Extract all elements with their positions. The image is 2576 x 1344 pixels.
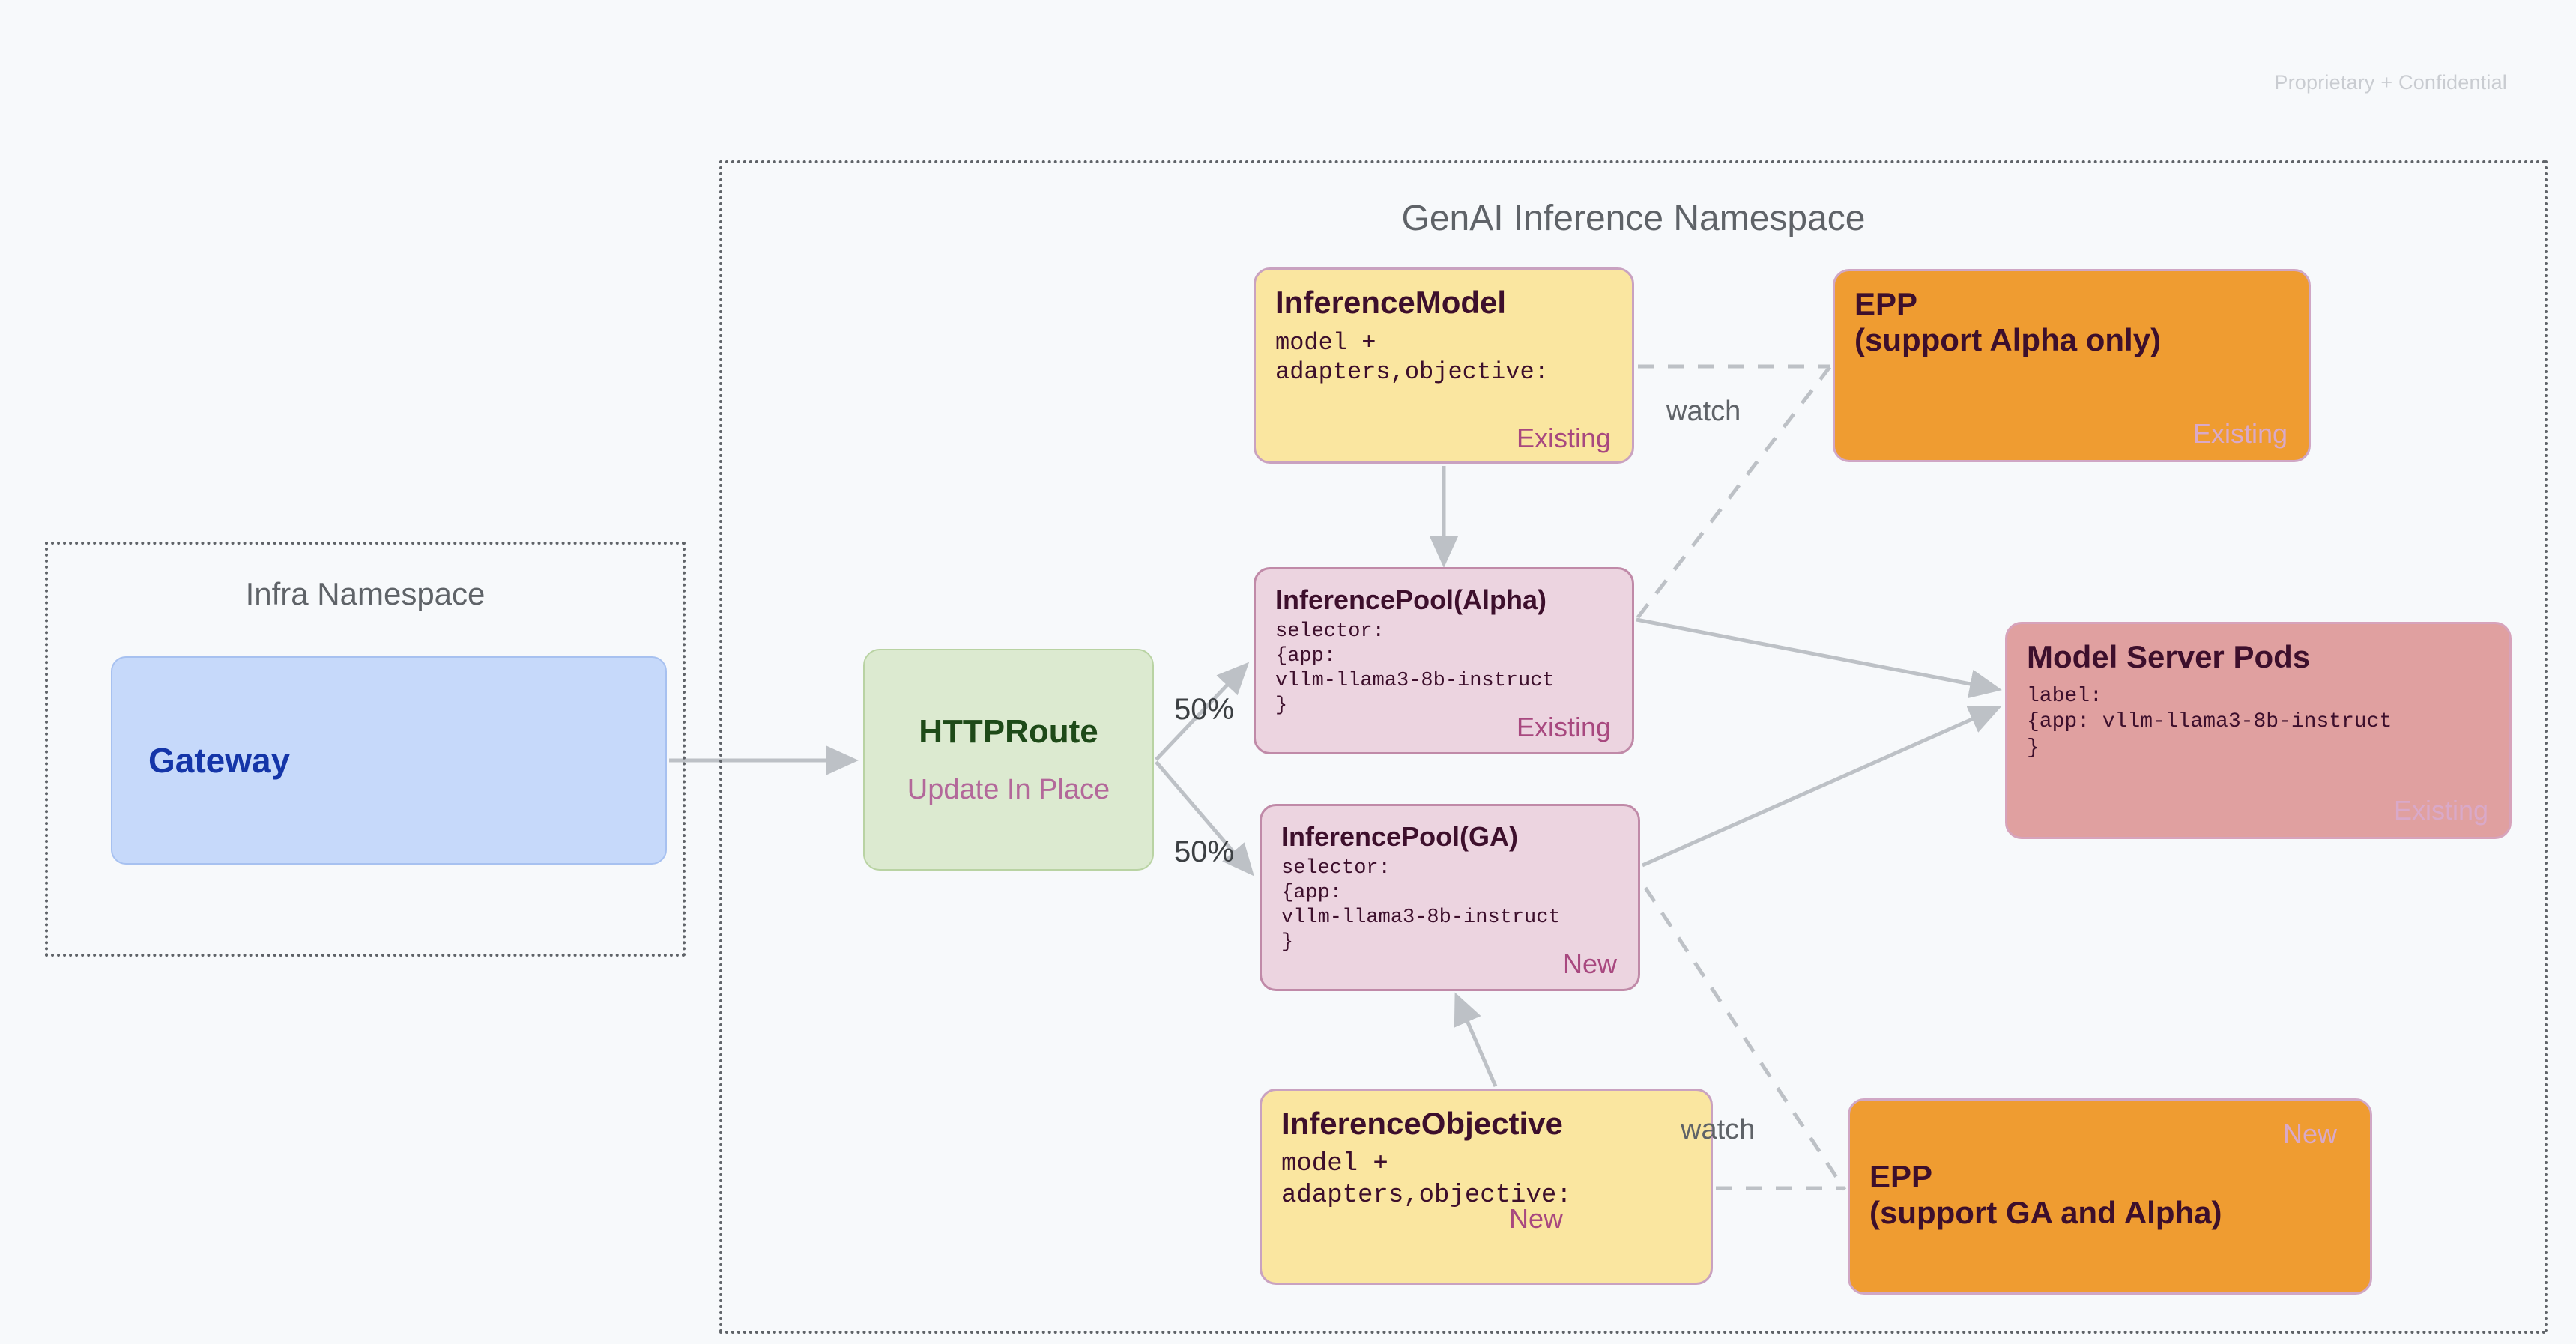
namespace-genai: GenAI Inference Namespace — [719, 160, 2548, 1334]
epp-ga-badge: New — [2282, 1119, 2337, 1149]
node-gateway[interactable]: Gateway — [111, 656, 667, 865]
model-server-pods-title: Model Server Pods — [2027, 639, 2311, 674]
node-epp-alpha[interactable]: EPP (support Alpha only) Existing — [1833, 269, 2311, 462]
namespace-genai-title: GenAI Inference Namespace — [1401, 199, 1866, 238]
inference-pool-ga-body: selector: {app: vllm-llama3-8b-instruct … — [1281, 857, 1561, 954]
inference-model-badge: Existing — [1516, 423, 1611, 453]
node-httproute[interactable]: HTTPRoute Update In Place — [863, 649, 1154, 871]
epp-alpha-title: EPP (support Alpha only) — [1854, 286, 2162, 358]
inference-pool-ga-title: InferencePool(GA) — [1281, 821, 1519, 852]
model-server-pods-badge: Existing — [2393, 795, 2488, 826]
edge-label-watch-bottom: watch — [1681, 1114, 1756, 1145]
node-inference-model[interactable]: InferenceModel model + adapters,objectiv… — [1254, 267, 1634, 464]
inference-objective-title: InferenceObjective — [1281, 1106, 1563, 1141]
edge-label-watch-top: watch — [1666, 396, 1741, 427]
namespace-infra: Infra Namespace — [45, 542, 686, 957]
edge-label-split-top: 50% — [1174, 693, 1235, 726]
inference-objective-body: model + adapters,objective: — [1281, 1150, 1572, 1210]
model-server-pods-body: label: {app: vllm-llama3-8b-instruct } — [2027, 685, 2392, 760]
epp-alpha-badge: Existing — [2192, 418, 2288, 449]
inference-objective-badge: New — [1509, 1203, 1564, 1234]
inference-pool-ga-badge: New — [1562, 948, 1617, 979]
node-inference-pool-alpha[interactable]: InferencePool(Alpha) selector: {app: vll… — [1254, 567, 1634, 754]
edge-label-split-bottom: 50% — [1174, 835, 1235, 868]
inference-pool-alpha-badge: Existing — [1516, 712, 1611, 742]
node-inference-pool-ga[interactable]: InferencePool(GA) selector: {app: vllm-l… — [1260, 804, 1640, 991]
node-epp-ga[interactable]: EPP (support GA and Alpha) New — [1848, 1098, 2372, 1295]
httproute-badge: Update In Place — [907, 773, 1110, 805]
inference-pool-alpha-body: selector: {app: vllm-llama3-8b-instruct … — [1275, 620, 1555, 718]
inference-model-body: model + adapters,objective: — [1275, 329, 1549, 387]
httproute-title: HTTPRoute — [919, 713, 1098, 751]
inference-pool-alpha-title: InferencePool(Alpha) — [1275, 584, 1547, 615]
inference-model-title: InferenceModel — [1275, 285, 1507, 320]
gateway-title: Gateway — [148, 740, 291, 780]
epp-ga-title: EPP (support GA and Alpha) — [1869, 1159, 2222, 1231]
node-model-server-pods[interactable]: Model Server Pods label: {app: vllm-llam… — [2005, 622, 2512, 839]
node-inference-objective[interactable]: InferenceObjective model + adapters,obje… — [1260, 1089, 1713, 1285]
confidential-note: Proprietary + Confidential — [2274, 71, 2507, 94]
namespace-infra-title: Infra Namespace — [245, 576, 486, 611]
